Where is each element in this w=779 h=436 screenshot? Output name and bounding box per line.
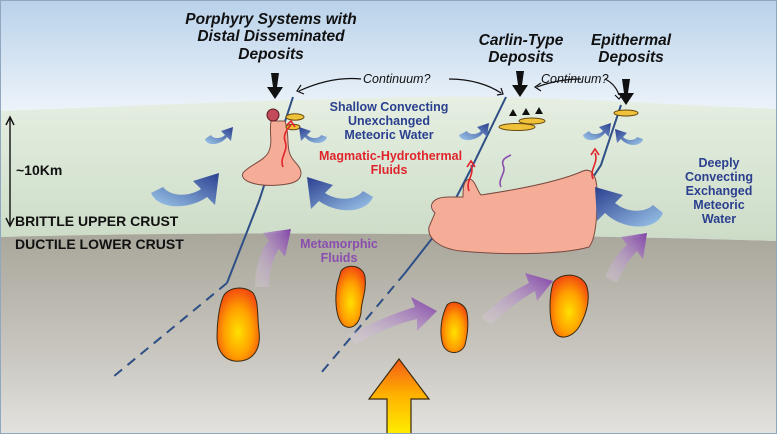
deep-meteoric-water-label: Deeply Convecting Exchanged Meteoric Wat… xyxy=(684,156,754,226)
epithermal-title: Epithermal Deposits xyxy=(590,32,672,67)
carlin-marker-icon xyxy=(512,71,528,97)
shallow-meteoric-water-label: Shallow Convecting Unexchanged Meteoric … xyxy=(329,100,449,142)
brittle-upper-crust-label: BRITTLE UPPER CRUST xyxy=(15,213,179,229)
continuum-label-porphyry-carlin: Continuum? xyxy=(363,72,431,86)
porphyry-marker-icon xyxy=(267,73,283,99)
heat-source-arrow-icon xyxy=(367,358,431,433)
magmatic-fluid-arrows xyxy=(281,119,600,192)
continuum-label-carlin-epithermal: Continuum? xyxy=(541,72,609,86)
sky xyxy=(1,1,776,113)
depth-label: ~10Km xyxy=(16,162,63,178)
carlin-title: Carlin-Type Deposits xyxy=(478,32,564,67)
ductile-lower-crust-label: DUCTILE LOWER CRUST xyxy=(15,236,184,252)
deposit-markers xyxy=(267,71,634,105)
porphyry-stock-pluton xyxy=(242,120,302,186)
ore-lenses xyxy=(285,109,639,131)
meteoric-water-arrows xyxy=(151,123,663,227)
porphyry-ore-body-icon xyxy=(266,108,280,122)
batholith-pluton xyxy=(428,169,598,255)
magmatic-hydrothermal-label: Magmatic-Hydrothermal Fluids xyxy=(319,149,463,177)
continuum-arcs xyxy=(296,77,624,100)
small-purple-squiggle xyxy=(499,154,512,188)
porphyry-title: Porphyry Systems with Distal Disseminate… xyxy=(185,11,357,63)
depth-scale xyxy=(5,115,15,228)
carlin-surface-markers xyxy=(509,107,543,116)
magma-bodies xyxy=(216,265,589,362)
epithermal-marker-icon xyxy=(618,79,634,105)
metamorphic-fluids-label: Metamorphic Fluids xyxy=(300,237,378,265)
metamorphic-fluid-arrows xyxy=(255,229,647,345)
